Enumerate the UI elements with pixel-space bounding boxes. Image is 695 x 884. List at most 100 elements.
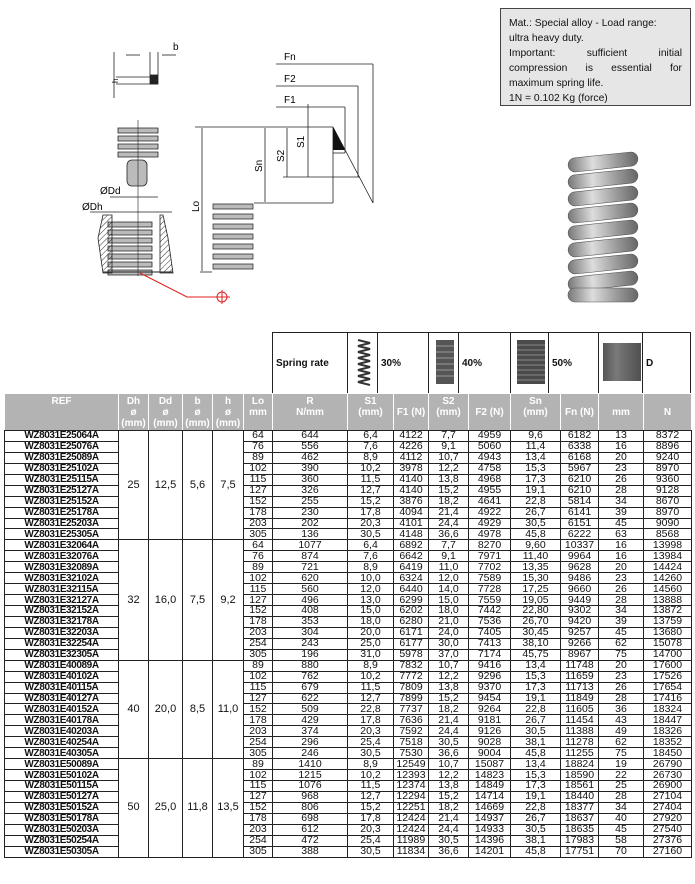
f2-cell: 7413	[468, 637, 511, 650]
mm-cell: 39	[598, 506, 644, 519]
fn-cell: 6210	[560, 473, 599, 486]
n-cell: 14260	[643, 572, 692, 585]
note-line: maximum spring life.	[509, 78, 604, 89]
mm-cell: 28	[598, 594, 644, 606]
h-cell: 9,2	[212, 539, 244, 661]
n-cell: 13888	[643, 594, 692, 606]
ref-cell: WZ8031E50115A	[4, 780, 119, 792]
lo-cell: 127	[243, 484, 273, 497]
f1-cell: 11834	[393, 845, 429, 858]
column-header-line: R	[306, 395, 314, 407]
s2-cell: 36,6	[428, 845, 469, 858]
f1-cell: 7530	[393, 747, 429, 760]
f2-cell: 9126	[468, 725, 511, 738]
s1-cell: 11,5	[347, 681, 394, 694]
f2-cell: 4959	[468, 430, 511, 442]
column-header-line: ø	[224, 406, 232, 418]
r-cell: 1077	[272, 539, 348, 552]
s1-cell: 6,4	[347, 539, 394, 552]
f2-cell: 14823	[468, 769, 511, 781]
fn-cell: 11713	[560, 681, 599, 694]
note-line: 1N = 0.102 Kg (force)	[509, 93, 608, 104]
f1-cell: 4122	[393, 430, 429, 442]
n-cell: 18326	[643, 725, 692, 738]
fn-cell: 9302	[560, 605, 599, 617]
mm-cell: 45	[598, 517, 644, 530]
sn-cell: 45,8	[510, 747, 561, 760]
column-header: REF	[4, 393, 119, 431]
fn-cell: 9660	[560, 583, 599, 596]
dh-cell: 40	[118, 659, 149, 760]
lo-cell: 203	[243, 725, 273, 738]
f1-cell: 6171	[393, 626, 429, 639]
sn-cell: 13,4	[510, 451, 561, 464]
note-line: ultra heavy duty.	[509, 33, 584, 44]
s1-cell: 10,2	[347, 670, 394, 683]
f1-cell: 7809	[393, 681, 429, 694]
sn-cell: 26,7	[510, 714, 561, 727]
dd-cell: 16,0	[148, 539, 183, 661]
r-cell: 408	[272, 605, 348, 617]
fn-cell: 5814	[560, 495, 599, 508]
f2-cell: 4929	[468, 517, 511, 530]
r-cell: 874	[272, 550, 348, 563]
mm-cell: 16	[598, 550, 644, 563]
mm-cell: 23	[598, 670, 644, 683]
f1-cell: 4226	[393, 440, 429, 453]
column-header-line: (mm)	[358, 406, 383, 418]
f1-cell: 7899	[393, 692, 429, 705]
n-cell: 8896	[643, 440, 692, 453]
n-cell: 13759	[643, 615, 692, 628]
fn-cell: 18440	[560, 790, 599, 803]
sn-cell: 17,3	[510, 473, 561, 486]
column-header-line	[599, 418, 643, 429]
fn-cell: 9964	[560, 550, 599, 563]
ref-cell: WZ8031E32305A	[4, 648, 119, 661]
ref-cell: WZ8031E40102A	[4, 670, 119, 683]
n-cell: 9090	[643, 517, 692, 530]
r-cell: 374	[272, 725, 348, 738]
ref-cell: WZ8031E25178A	[4, 506, 119, 519]
column-header-line: Dh	[126, 395, 141, 407]
r-cell: 721	[272, 561, 348, 574]
f2-cell: 9004	[468, 747, 511, 760]
mm-cell: 34	[598, 495, 644, 508]
s2-cell: 10,7	[428, 659, 469, 672]
spring-solid-icon	[603, 342, 641, 381]
column-header-line: (mm)	[185, 417, 210, 429]
r-cell: 353	[272, 615, 348, 628]
spring-50-icon	[517, 339, 545, 384]
f2-cell: 4758	[468, 462, 511, 475]
lo-cell: 102	[243, 670, 273, 683]
h-cell: 7,5	[212, 429, 244, 541]
lo-cell: 152	[243, 605, 273, 617]
sn-cell: 13,35	[510, 561, 561, 574]
s2-cell: 21,0	[428, 615, 469, 628]
sn-cell: 15,3	[510, 462, 561, 475]
n-cell: 14700	[643, 648, 692, 661]
s2-cell: 7,7	[428, 539, 469, 552]
column-header-line	[469, 418, 510, 429]
column-header-line	[429, 418, 468, 429]
lo-cell: 203	[243, 823, 273, 836]
column-header-line: N	[663, 406, 672, 418]
sn-cell: 19,05	[510, 594, 561, 606]
column-header-line: mm	[612, 406, 630, 418]
sn-cell: 13,4	[510, 659, 561, 672]
r-cell: 202	[272, 517, 348, 530]
fn-cell: 9486	[560, 572, 599, 585]
f1-cell: 6280	[393, 615, 429, 628]
column-header-line: (mm)	[121, 417, 146, 429]
mm-cell: 26	[598, 681, 644, 694]
